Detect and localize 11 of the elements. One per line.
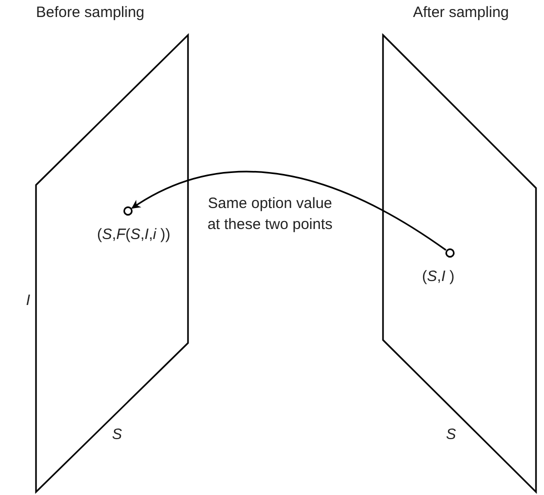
plane-title: After sampling	[413, 4, 509, 21]
point-label: (S,F(S,I,i ))	[97, 226, 170, 243]
point-label: (S,I )	[422, 268, 455, 285]
axis-label: S	[446, 425, 456, 445]
axis-label: I	[26, 291, 30, 311]
sample-point	[445, 248, 455, 258]
curved-arrow	[131, 170, 446, 251]
plane-title: Before sampling	[36, 4, 144, 21]
note-text: Same option value at these two points	[206, 194, 334, 235]
axis-label: S	[112, 425, 122, 445]
sample-point	[123, 206, 133, 216]
